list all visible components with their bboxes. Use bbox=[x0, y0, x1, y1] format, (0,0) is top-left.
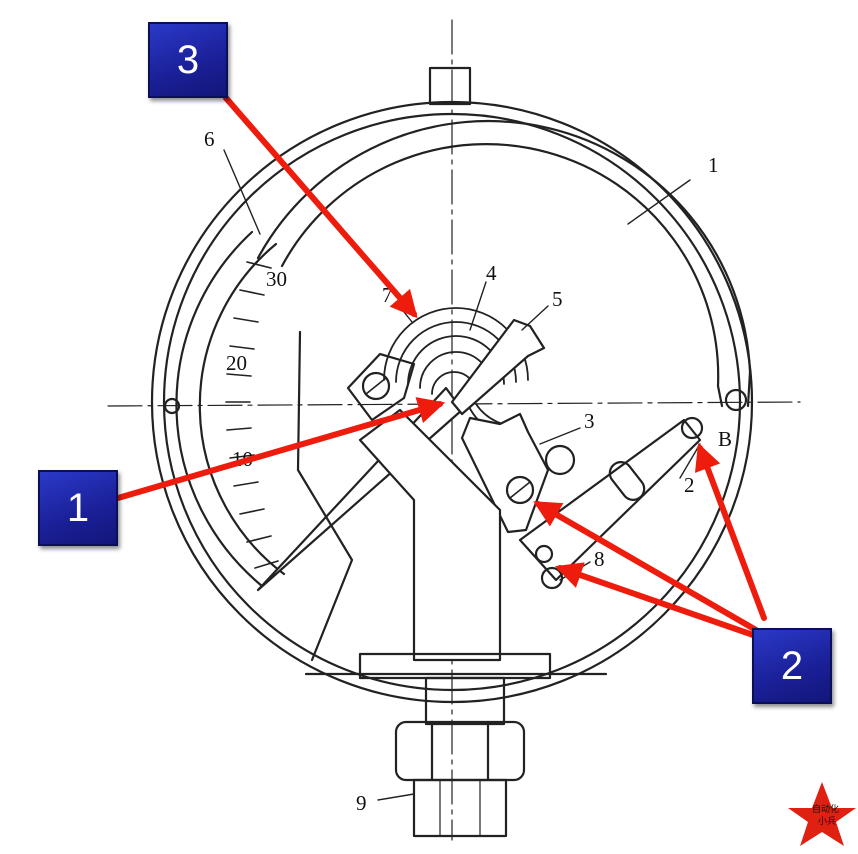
lever-pivot bbox=[505, 475, 535, 505]
logo: 自动化 小兵 bbox=[788, 782, 856, 846]
arrow-2-to-lower-pin bbox=[554, 562, 759, 639]
link-end-pin bbox=[680, 416, 704, 440]
sector-pivot bbox=[544, 444, 576, 476]
part-label-8: 8 bbox=[594, 547, 605, 571]
logo-text-line1: 自动化 bbox=[812, 803, 839, 815]
part-label-9: 9 bbox=[356, 791, 367, 815]
scale-ticks bbox=[225, 261, 279, 569]
link-lower-pin bbox=[534, 544, 554, 564]
bourdon-tube-inner bbox=[280, 142, 720, 388]
arrow-2-to-link-end bbox=[694, 442, 767, 621]
part-label-6: 6 bbox=[204, 127, 215, 151]
movement-plate bbox=[346, 352, 416, 422]
part-label-1: 1 bbox=[708, 153, 719, 177]
part-label-5: 5 bbox=[552, 287, 563, 311]
plate-screw bbox=[361, 371, 391, 401]
scale-label-20: 20 bbox=[226, 351, 247, 375]
side-pivot bbox=[163, 397, 181, 415]
tube-end-pivot bbox=[724, 388, 748, 412]
pointer-tail bbox=[450, 318, 546, 416]
callout-2: 2 bbox=[752, 628, 832, 704]
stem bbox=[424, 676, 506, 726]
part-label-2: 2 bbox=[684, 473, 695, 497]
point-label-b: B bbox=[718, 427, 732, 451]
link-slot bbox=[608, 461, 646, 501]
arrow-2-to-lever-pivot bbox=[533, 501, 759, 633]
socket-body bbox=[358, 408, 502, 662]
socket-web bbox=[296, 330, 354, 662]
center-lines bbox=[107, 19, 801, 841]
callout-1: 1 bbox=[38, 470, 118, 546]
hex-nut bbox=[394, 720, 526, 782]
arrow-1-to-center bbox=[115, 397, 446, 501]
link-arm bbox=[518, 418, 702, 582]
arrow-3-to-hairspring bbox=[223, 95, 418, 319]
scale-band-inner bbox=[198, 242, 286, 576]
callout-3: 3 bbox=[148, 22, 228, 98]
logo-star-icon bbox=[788, 782, 856, 846]
bourdon-tube-outer bbox=[256, 119, 752, 374]
scale-label-30: 30 bbox=[266, 267, 287, 291]
part-label-7: 7 bbox=[382, 283, 393, 307]
logo-text-line2: 小兵 bbox=[818, 815, 836, 827]
threaded-end bbox=[412, 778, 508, 838]
thread-lines bbox=[439, 779, 481, 837]
part-label-4: 4 bbox=[486, 261, 497, 285]
part-label-3: 3 bbox=[584, 409, 595, 433]
top-lug bbox=[428, 66, 472, 106]
